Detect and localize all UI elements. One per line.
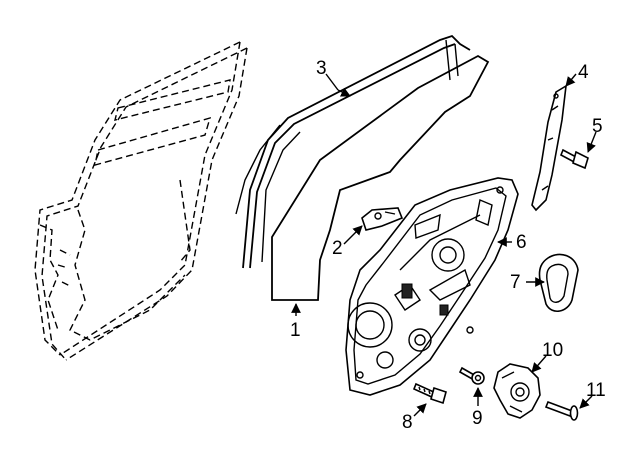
inside-handle-bracket [361,207,404,231]
rear-channel-strip [531,84,567,212]
regulator-motor [493,363,541,419]
callout-9: 9 [472,408,483,429]
callout-10: 10 [542,340,563,361]
screw-8 [412,382,447,405]
bolt-5 [559,148,589,170]
callout-2: 2 [332,238,343,259]
leader-lines [291,73,597,417]
window-glass [271,54,490,301]
callout-labels: 1 2 3 4 5 6 7 8 9 10 11 [290,58,606,433]
callout-8: 8 [402,412,413,433]
callout-11: 11 [586,380,606,401]
callout-3: 3 [316,58,327,79]
callout-4: 4 [578,62,589,83]
glass-run-channel [235,34,471,269]
grommet-seal [538,253,579,312]
door-shell-outline [34,41,248,361]
callout-5: 5 [592,116,603,137]
door-module-panel [345,177,519,396]
bolt-9 [458,366,485,385]
callout-1: 1 [290,320,301,341]
callout-6: 6 [516,232,527,253]
callout-7: 7 [510,272,521,293]
screw-11 [544,400,579,421]
